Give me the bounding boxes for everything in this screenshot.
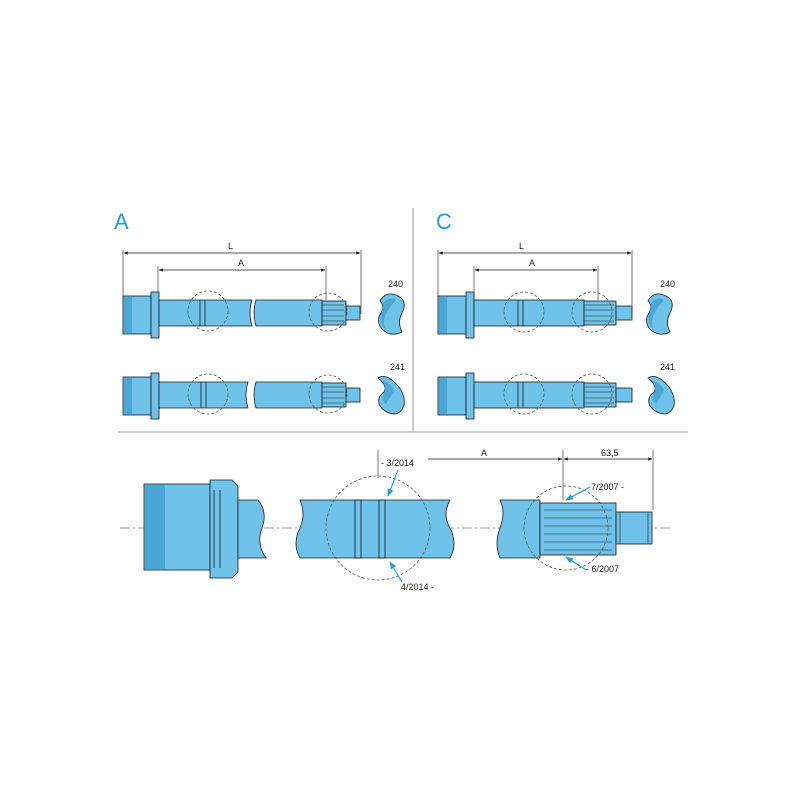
detail-splined-end: [496, 485, 653, 571]
detail-dim-a: A: [481, 448, 487, 458]
panel-a-dim-l: L: [228, 241, 233, 251]
detail-callout-4-2014: 4/2014 -: [401, 582, 434, 592]
panel-a-dim-a: A: [238, 258, 244, 268]
panel-c-shaft-240: [437, 291, 633, 339]
panel-a-label-241: 241: [390, 362, 405, 372]
detail-shaft-middle: [295, 475, 455, 581]
detail-callout-3-2014: - 3/2014: [381, 458, 414, 468]
detail-view: A 63,5 - 3/2014 4/2014 - 7/2007 - - 6/20…: [120, 448, 672, 592]
panel-a-profile-241: 241: [377, 362, 405, 415]
panel-c-profile-241: 241: [647, 362, 675, 415]
panel-c-label-240: 240: [660, 279, 675, 289]
panel-a-shaft-240: [122, 290, 361, 339]
panel-a-profile-240: 240: [378, 279, 405, 335]
panel-c-dim-a: A: [529, 258, 535, 268]
panel-c-dim-l: L: [519, 241, 524, 251]
detail-dim-63-5: 63,5: [601, 448, 619, 458]
detail-spline-circle: [523, 485, 609, 571]
panel-a-label-240: 240: [388, 279, 403, 289]
panel-a-letter: A: [114, 209, 129, 234]
panel-a-shaft-241: [122, 372, 361, 420]
panel-c-letter: C: [436, 209, 452, 234]
detail-callout-6-2007: - 6/2007: [586, 564, 619, 574]
detail-groove-circle: [325, 475, 431, 581]
detail-flange-end: [143, 479, 267, 579]
panel-c: C L A 240: [436, 209, 675, 420]
panel-c-profile-240: 240: [646, 279, 675, 335]
panel-c-shaft-241: [437, 372, 633, 420]
detail-callout-7-2007: 7/2007 -: [591, 482, 624, 492]
panel-a: A L A: [114, 209, 405, 420]
panel-c-label-241: 241: [660, 362, 675, 372]
